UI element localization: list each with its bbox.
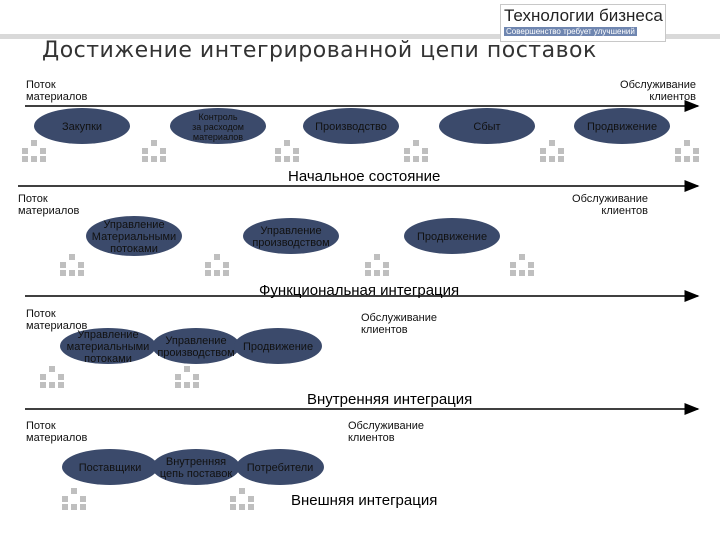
node-label: Продвижение [417, 231, 487, 243]
grey-square-cluster-icon [205, 254, 229, 276]
page-title: Достижение интегрированной цепи поставок [42, 38, 597, 63]
grey-square-cluster-icon [510, 254, 534, 276]
grey-square-cluster-icon [62, 488, 86, 510]
grey-square-cluster-icon [22, 140, 46, 162]
grey-square-cluster-icon [540, 140, 564, 162]
node-suppliers: Поставщики [62, 449, 158, 485]
node-label: производством [252, 237, 329, 249]
stage4-caption: Внешняя интеграция [288, 492, 441, 509]
grey-square-cluster-icon [675, 140, 699, 162]
node-label: Сбыт [473, 121, 500, 133]
node-promotion: Продвижение [574, 108, 670, 144]
node-production: Производство [303, 108, 399, 144]
node-label: Закупки [62, 121, 102, 133]
node-label: Управление [165, 335, 226, 347]
brand-name: Технологии бизнеса [504, 6, 663, 25]
grey-square-cluster-icon [275, 140, 299, 162]
node-label: Потребители [247, 462, 314, 474]
node-sales: Сбыт [439, 108, 535, 144]
stage1-caption: Начальное состояние [285, 168, 444, 185]
grey-square-cluster-icon [175, 366, 199, 388]
node-label: Контроль [198, 112, 237, 122]
node-label: Внутренняя [166, 456, 226, 468]
node-procurement: Закупки [34, 108, 130, 144]
node-label: Управление [103, 219, 164, 231]
node-label: за расходом [192, 122, 244, 132]
node-label: Материальными [92, 231, 176, 243]
node-label: Управление [77, 329, 138, 341]
node-label: потоками [84, 353, 132, 365]
node-label: материальными [67, 341, 150, 353]
node-label: Поставщики [79, 462, 142, 474]
node-promotion: Продвижение [404, 218, 500, 254]
grey-square-cluster-icon [40, 366, 64, 388]
grey-square-cluster-icon [365, 254, 389, 276]
brand-tagline: Совершенство требует улучшений [504, 27, 637, 36]
grey-square-cluster-icon [404, 140, 428, 162]
node-label: Продвижение [243, 341, 313, 353]
node-label: Продвижение [587, 121, 657, 133]
node-consumers: Потребители [236, 449, 324, 485]
node-label: Управление [260, 225, 321, 237]
node-promotion: Продвижение [234, 328, 322, 364]
stage2-caption: Функциональная интеграция [256, 282, 463, 299]
node-label: цепь поставок [160, 468, 232, 480]
node-label: Производство [315, 121, 387, 133]
stage3-caption: Внутренняя интеграция [304, 391, 476, 408]
node-label: материалов [193, 132, 243, 142]
grey-square-cluster-icon [230, 488, 254, 510]
header-bar [0, 34, 720, 39]
node-label: потоками [110, 243, 158, 255]
node-label: производством [157, 347, 234, 359]
grey-square-cluster-icon [60, 254, 84, 276]
grey-square-cluster-icon [142, 140, 166, 162]
